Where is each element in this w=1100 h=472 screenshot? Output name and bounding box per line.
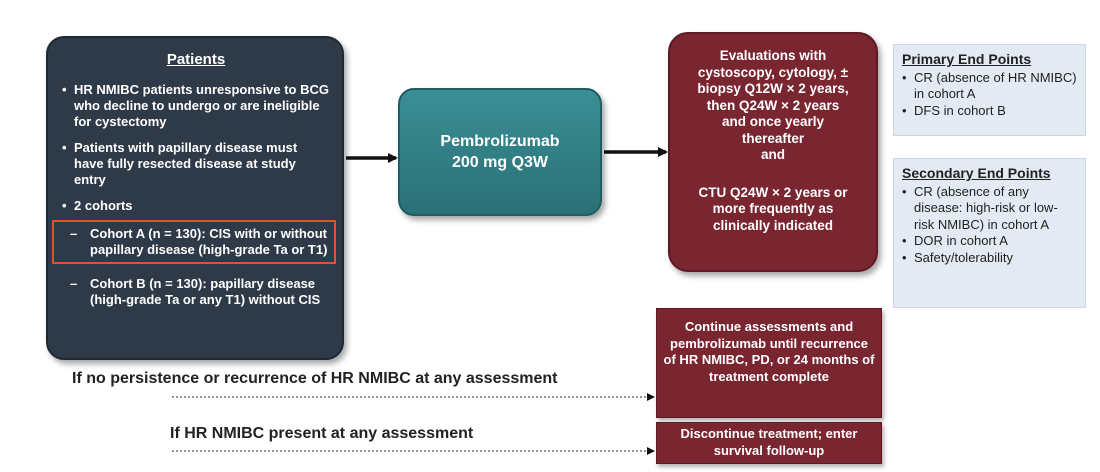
patients-title: Patients (166, 51, 226, 68)
continue-assessments-box: Continue assessments and pembrolizumab u… (656, 308, 882, 418)
no-persistence-condition: If no persistence or recurrence of HR NM… (72, 370, 558, 387)
primary-end-point: CR (absence of HR NMIBC) in cohort A (902, 70, 1077, 103)
evaluation-line: and (760, 147, 785, 162)
evaluation-line: then Q24W × 2 years (706, 97, 840, 113)
patients-criteria-list: HR NMIBC patients unresponsive to BCG wh… (62, 82, 330, 214)
evaluation-line: thereafter (741, 130, 805, 146)
secondary-end-point: Safety/tolerability (902, 250, 1077, 267)
primary-end-points-heading: Primary End Points (902, 51, 1032, 67)
patients-box: Patients HR NMIBC patients unresponsive … (46, 36, 344, 360)
evaluation-line: cystoscopy, cytology, ± (697, 64, 849, 80)
cohort-a-highlight: Cohort A (n = 130): CIS with or without … (52, 220, 336, 264)
treatment-box: Pembrolizumab 200 mg Q3W (398, 88, 602, 216)
patients-criterion: 2 cohorts (62, 198, 330, 214)
cohort-a: Cohort A (n = 130): CIS with or without … (62, 226, 330, 258)
primary-end-point: DFS in cohort B (902, 103, 1077, 120)
evaluation-line: and once yearly (721, 114, 825, 129)
treatment-dose: 200 mg Q3W (451, 154, 549, 171)
secondary-end-points-box: Secondary End Points CR (absence of any … (893, 158, 1086, 308)
evaluations-box: Evaluations with cystoscopy, cytology, ±… (668, 32, 878, 272)
evaluation-line: more frequently as (712, 201, 834, 216)
secondary-end-point: CR (absence of any disease: high-risk or… (902, 184, 1077, 234)
cohort-b: Cohort B (n = 130): papillary disease (h… (62, 276, 330, 308)
secondary-end-points-heading: Secondary End Points (902, 165, 1051, 181)
evaluation-line: biopsy Q12W × 2 years, (697, 81, 849, 96)
evaluation-line: CTU Q24W × 2 years or (698, 184, 848, 200)
evaluation-line: Evaluations with (719, 48, 827, 63)
primary-end-points-box: Primary End Points CR (absence of HR NMI… (893, 44, 1086, 136)
patients-criterion: Patients with papillary disease must hav… (62, 140, 330, 188)
evaluation-line: clinically indicated (712, 217, 834, 233)
discontinue-treatment-box: Discontinue treatment; enter survival fo… (656, 422, 882, 464)
secondary-end-point: DOR in cohort A (902, 233, 1077, 250)
hr-nmibc-present-condition: If HR NMIBC present at any assessment (170, 425, 474, 442)
patients-criterion: HR NMIBC patients unresponsive to BCG wh… (62, 82, 330, 130)
treatment-drug: Pembrolizumab (440, 133, 560, 150)
